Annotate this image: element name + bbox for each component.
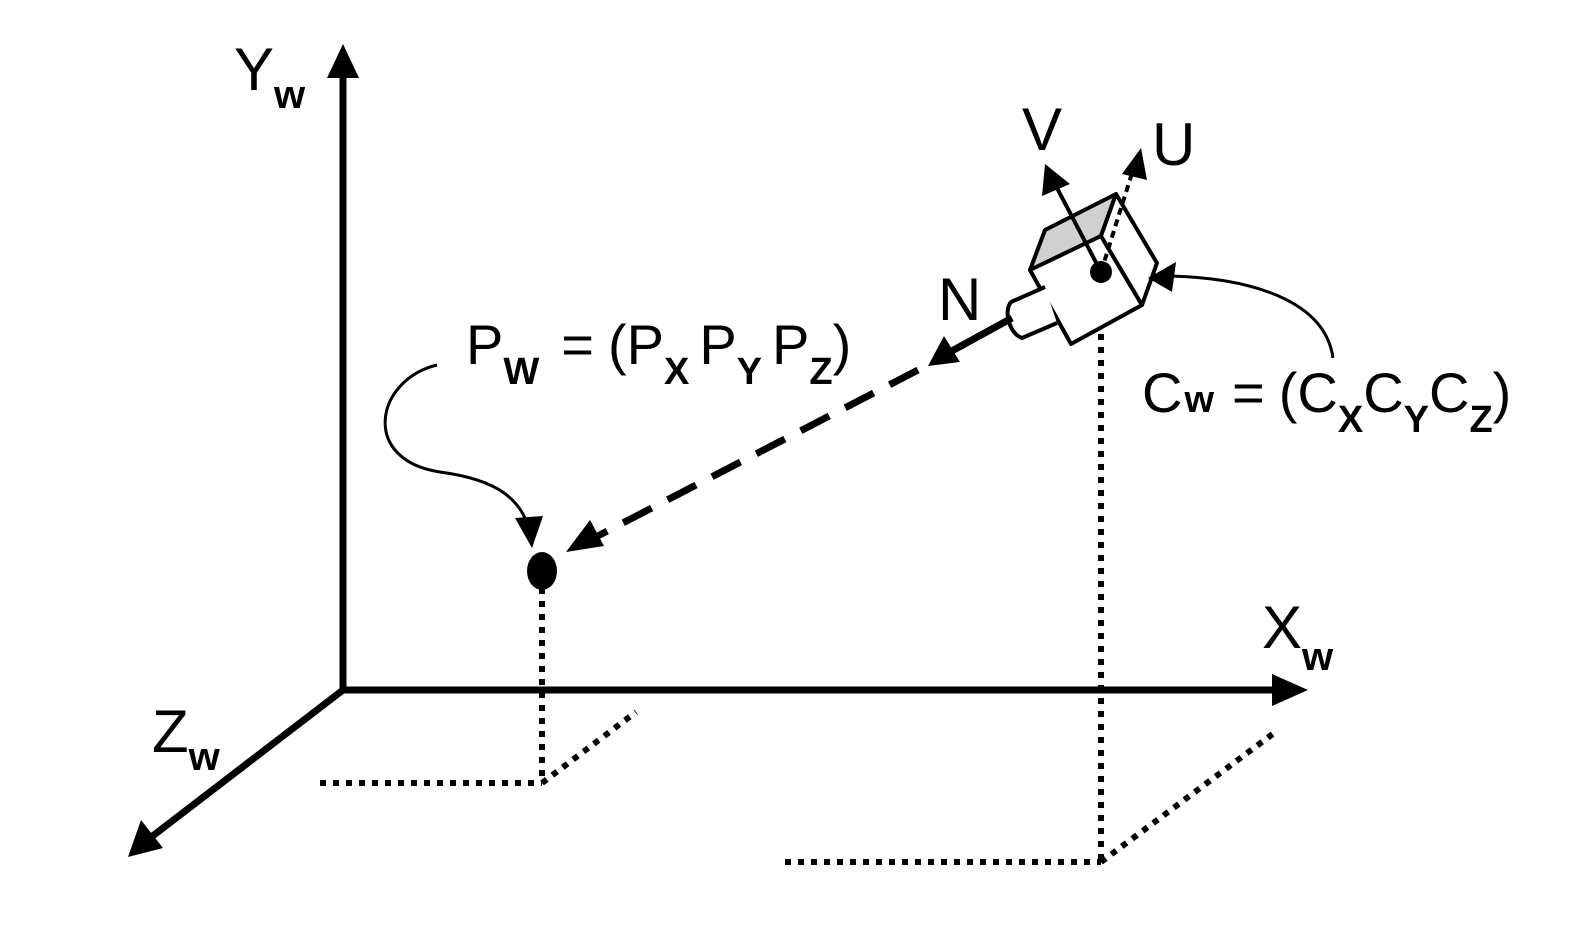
camera-n-arrowhead-icon — [928, 336, 960, 366]
camera-icon — [1005, 192, 1159, 346]
line-of-sight-arrowhead-icon — [566, 520, 604, 552]
camera-pointer-curve — [1169, 274, 1335, 359]
world-axes — [147, 70, 1280, 841]
camera-n-label: N — [938, 266, 981, 333]
camera-pointer-arrowhead-icon — [1148, 262, 1176, 292]
camera-v-label: V — [1022, 96, 1062, 163]
camera-u-arrowhead-icon — [1122, 148, 1147, 180]
point-pointer-arrowhead-icon — [515, 516, 543, 548]
camera-u-label: U — [1152, 111, 1195, 178]
point-projection-lines — [320, 588, 638, 786]
camera-center-dot — [1090, 261, 1112, 283]
axis-arrowheads — [128, 44, 1308, 857]
y-axis-label: Yw — [234, 36, 306, 117]
y-axis-arrowhead-icon — [327, 44, 359, 78]
camera-equation: Cw=(CXCYCZ) — [1142, 361, 1511, 441]
camera-n-axis — [948, 314, 1014, 356]
z-axis-arrowhead-icon — [128, 820, 163, 857]
x-axis-arrowhead-icon — [1272, 674, 1308, 706]
x-axis-label: Xw — [1262, 594, 1334, 679]
point-p-dot — [527, 552, 557, 590]
camera-u-axis — [1099, 169, 1135, 273]
camera-v-arrowhead-icon — [1042, 164, 1070, 196]
camera-v-axis — [1055, 187, 1103, 273]
z-axis-label: Zw — [152, 698, 221, 779]
z-axis — [147, 687, 346, 841]
camera-projection-lines — [785, 282, 1280, 865]
line-of-sight — [588, 366, 920, 544]
point-pointer-curve — [383, 363, 532, 531]
